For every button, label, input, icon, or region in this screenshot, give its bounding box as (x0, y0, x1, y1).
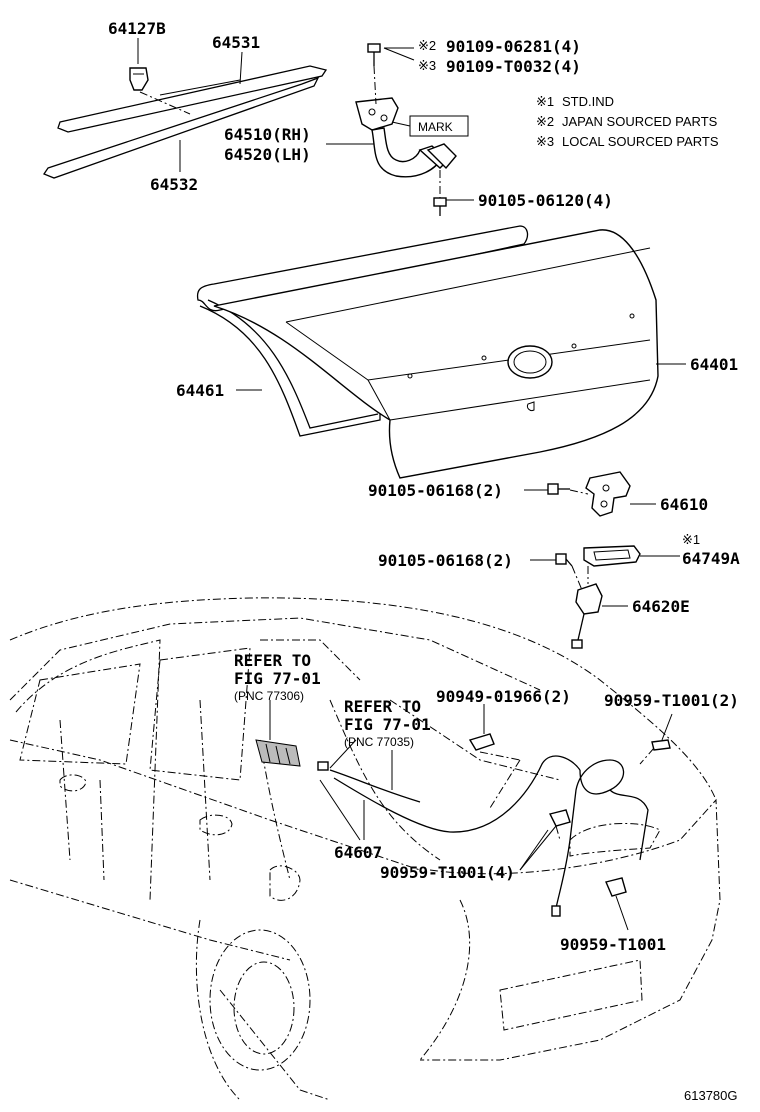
label-64620E: 64620E (632, 597, 690, 616)
label-90959-T1001-4: 90959-T1001(4) (380, 863, 515, 882)
label-90109-T0032: 90109-T0032(4) (446, 57, 581, 76)
bolt-90109[interactable] (367, 43, 381, 105)
vehicle-outline (9, 597, 721, 1101)
mark-label: MARK (418, 120, 453, 134)
bolt-b-mark: ※3 (418, 58, 436, 73)
label-90959-T1001: 90959-T1001 (560, 935, 666, 954)
reference-77306[interactable]: REFER TO FIG 77-01 (PNC 77306) (234, 651, 321, 703)
clip-64127B[interactable] (129, 67, 149, 91)
torsion-bar-64531[interactable] (57, 65, 328, 133)
clamp-90949[interactable] (468, 733, 495, 751)
label-64401: 64401 (690, 355, 738, 374)
legend-3-text: LOCAL SOURCED PARTS (562, 134, 719, 149)
label-64531: 64531 (212, 33, 260, 52)
legend-2-text: JAPAN SOURCED PARTS (562, 114, 718, 129)
label-64520: 64520(LH) (224, 145, 311, 164)
legend-1-mark: ※1 (536, 94, 554, 109)
ref2-line1: REFER TO (344, 697, 421, 716)
bolt-90105-06168-b[interactable] (555, 553, 583, 591)
opener-64620E[interactable] (571, 583, 603, 649)
bolt-90105-06168-a[interactable] (547, 483, 589, 495)
ref1-line3: (PNC 77306) (234, 689, 304, 703)
label-90105-06168-a: 90105-06168(2) (368, 481, 503, 500)
torsion-bar-64532[interactable] (43, 76, 320, 179)
bolt-90105-06120[interactable] (433, 170, 447, 216)
ref1-line2: FIG 77-01 (234, 669, 321, 688)
trunk-lid-64401[interactable] (213, 229, 659, 479)
label-64610: 64610 (660, 495, 708, 514)
label-64510: 64510(RH) (224, 125, 311, 144)
label-64607: 64607 (334, 843, 382, 862)
std-mark: ※1 (682, 532, 700, 547)
label-90105-06120: 90105-06120(4) (478, 191, 613, 210)
ref2-line2: FIG 77-01 (344, 715, 431, 734)
clamp-90959-c[interactable] (605, 877, 627, 897)
legend-3-mark: ※3 (536, 134, 554, 149)
hinge-64510-64520[interactable] (355, 97, 457, 178)
lock-64610[interactable] (585, 471, 631, 517)
label-64749A: 64749A (682, 549, 740, 568)
reference-77035[interactable]: REFER TO FIG 77-01 (PNC 77035) (344, 697, 431, 749)
figure-id: 613780G (684, 1088, 738, 1103)
legend: ※1 STD.IND ※2 JAPAN SOURCED PARTS ※3 LOC… (536, 94, 719, 149)
label-90949-01966: 90949-01966(2) (436, 687, 571, 706)
lock-cylinder-ref[interactable] (255, 739, 301, 767)
label-64461: 64461 (176, 381, 224, 400)
bolt-a-mark: ※2 (418, 38, 436, 53)
label-90959-T1001-2: 90959-T1001(2) (604, 691, 739, 710)
label-90105-06168-b: 90105-06168(2) (378, 551, 513, 570)
label-64127B: 64127B (108, 19, 166, 38)
mark-box: MARK (409, 115, 469, 137)
handle-64749A[interactable] (583, 545, 641, 567)
legend-2-mark: ※2 (536, 114, 554, 129)
cable-64607[interactable] (317, 755, 649, 917)
clamp-90959-b[interactable] (548, 809, 571, 827)
ref2-line3: (PNC 77035) (344, 735, 414, 749)
label-64532: 64532 (150, 175, 198, 194)
clamp-90959-a[interactable] (651, 739, 671, 751)
label-90109-06281: 90109-06281(4) (446, 37, 581, 56)
ref1-line1: REFER TO (234, 651, 311, 670)
legend-1-text: STD.IND (562, 94, 614, 109)
